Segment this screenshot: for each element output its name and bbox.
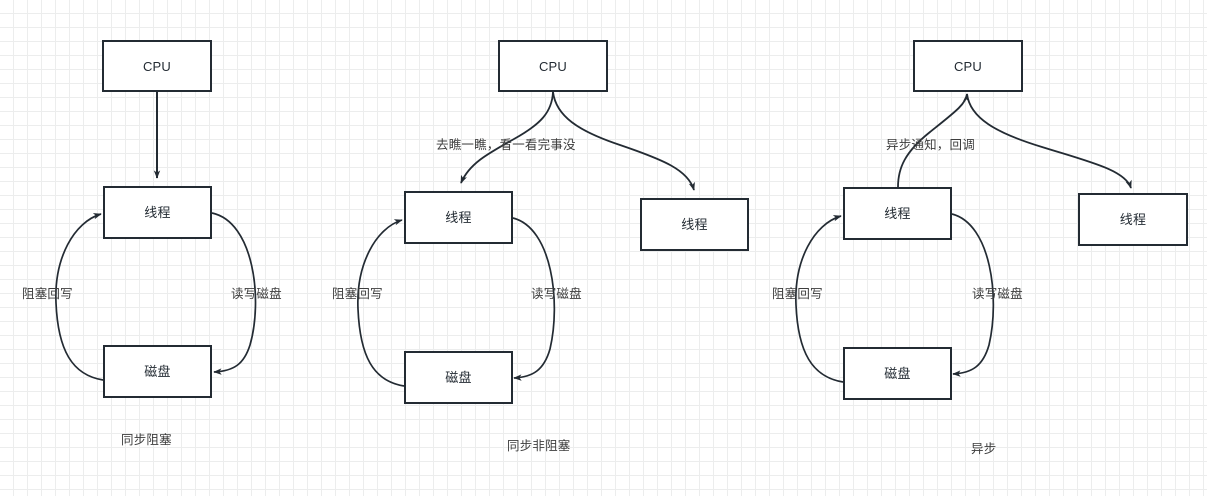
caption-panel3: 异步 [971, 442, 997, 456]
caption-panel2: 同步非阻塞 [507, 439, 571, 453]
node-cpu-panel3[interactable]: CPU [913, 40, 1023, 92]
node-thread-panel3[interactable]: 线程 [843, 187, 952, 240]
node-label: CPU [953, 58, 983, 74]
node-thread-panel2[interactable]: 线程 [404, 191, 513, 244]
edge-label-blocking-writeback-panel2: 阻塞回写 [332, 287, 383, 301]
node-disk-panel2[interactable]: 磁盘 [404, 351, 513, 404]
node-label: 线程 [144, 205, 171, 220]
edge-label-blocking-writeback-panel1: 阻塞回写 [22, 287, 73, 301]
edge-label-disk-io-panel2: 读写磁盘 [531, 287, 582, 301]
edge-label-async-callback-panel3: 异步通知，回调 [886, 138, 975, 152]
node-label: 线程 [681, 217, 708, 232]
node-label: CPU [142, 58, 172, 74]
edge-disk-to-thread-2 [357, 219, 405, 387]
edge-label-poll-check-panel2: 去瞧一瞧，看一看完事没 [436, 138, 576, 152]
node-label: 线程 [445, 210, 472, 225]
node-label: 磁盘 [144, 364, 171, 379]
edge-label-disk-io-panel1: 读写磁盘 [231, 287, 282, 301]
edge-label-blocking-writeback-panel3: 阻塞回写 [772, 287, 823, 301]
node-disk-panel1[interactable]: 磁盘 [103, 345, 212, 398]
node-label: 磁盘 [884, 366, 911, 381]
node-label: 线程 [884, 206, 911, 221]
node-thread2-panel2[interactable]: 线程 [640, 198, 749, 251]
caption-panel1: 同步阻塞 [121, 433, 172, 447]
node-cpu-panel1[interactable]: CPU [102, 40, 212, 92]
edge-cpu-to-thread2-3 [966, 93, 1132, 189]
node-cpu-panel2[interactable]: CPU [498, 40, 608, 92]
node-label: 线程 [1119, 212, 1147, 227]
node-disk-panel3[interactable]: 磁盘 [843, 347, 952, 400]
node-label: 磁盘 [445, 370, 472, 385]
edge-label-disk-io-panel3: 读写磁盘 [972, 287, 1023, 301]
node-thread-panel1[interactable]: 线程 [103, 186, 212, 239]
node-thread2-panel3[interactable]: 线程 [1078, 193, 1188, 246]
node-label: CPU [538, 58, 568, 74]
